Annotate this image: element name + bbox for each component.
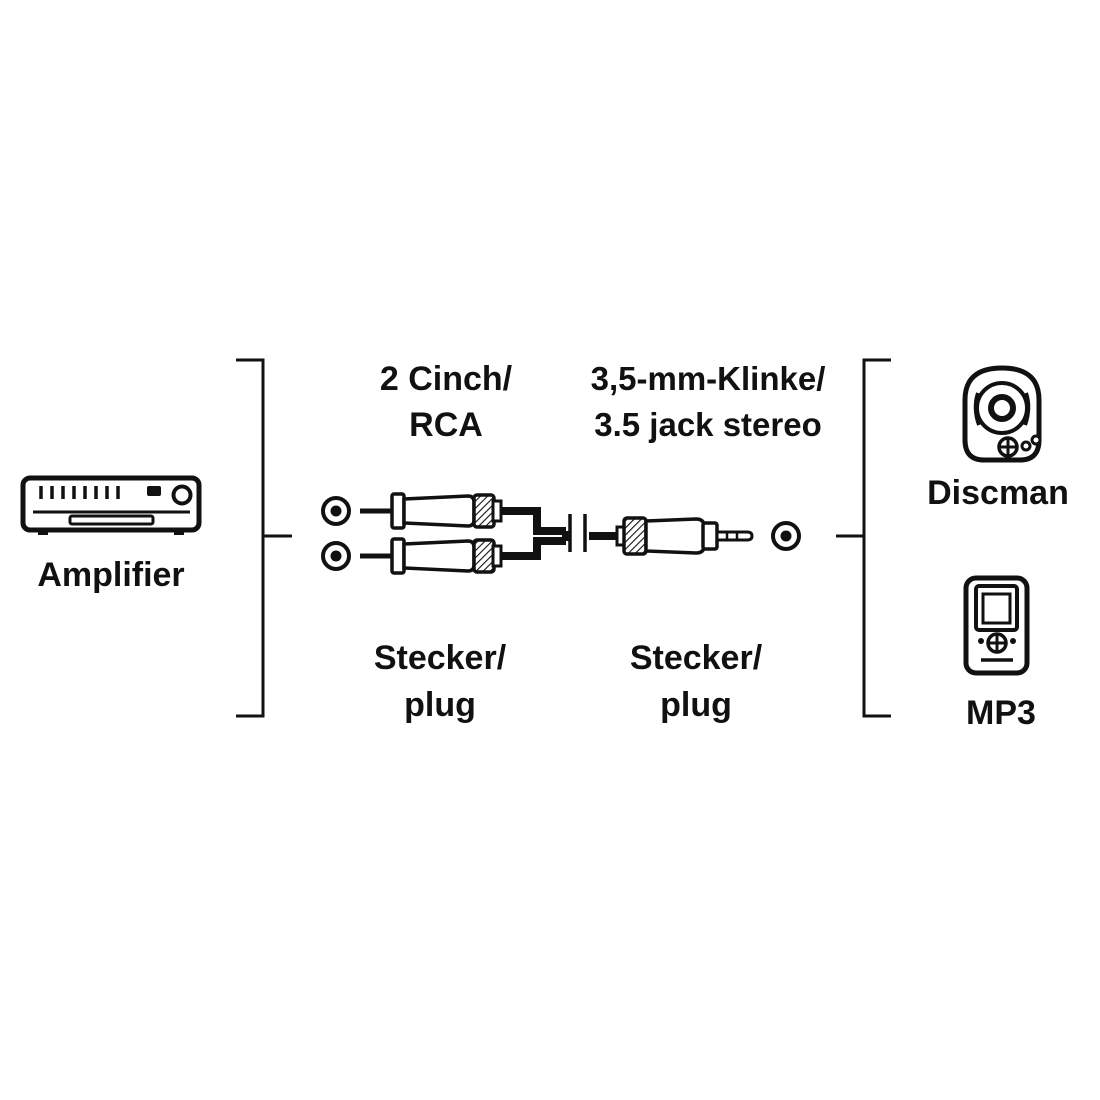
jack-plug-icon bbox=[615, 516, 754, 556]
rca-plug-icon bbox=[360, 537, 503, 575]
plug-a-type-line1: Stecker/ bbox=[374, 639, 507, 677]
mp3-label: MP3 bbox=[966, 694, 1036, 732]
rca-plug-icon bbox=[360, 492, 503, 530]
rca-socket-icon bbox=[321, 496, 351, 526]
amplifier-icon bbox=[20, 475, 202, 535]
plug-b-name-line1: 3,5-mm-Klinke/ bbox=[591, 360, 826, 397]
plug-b-name-line2: 3.5 jack stereo bbox=[594, 406, 822, 443]
discman-label: Discman bbox=[927, 474, 1069, 512]
right-bracket bbox=[836, 358, 891, 718]
amplifier-label: Amplifier bbox=[37, 556, 184, 594]
cable-break-mark bbox=[568, 514, 587, 552]
discman-icon bbox=[962, 365, 1042, 463]
plug-b-type-line2: plug bbox=[660, 686, 732, 724]
rca-socket-icon bbox=[321, 541, 351, 571]
jack-socket-icon bbox=[771, 521, 801, 551]
plug-a-type-line2: plug bbox=[404, 686, 476, 724]
left-bracket bbox=[236, 358, 292, 718]
plug-a-name-line2: RCA bbox=[409, 406, 483, 444]
mp3-player-icon bbox=[963, 575, 1030, 676]
cable-illustration bbox=[321, 492, 801, 575]
plug-b-type-line1: Stecker/ bbox=[630, 639, 763, 677]
cable-wire bbox=[501, 507, 566, 560]
plug-a-name-line1: 2 Cinch/ bbox=[380, 360, 513, 398]
